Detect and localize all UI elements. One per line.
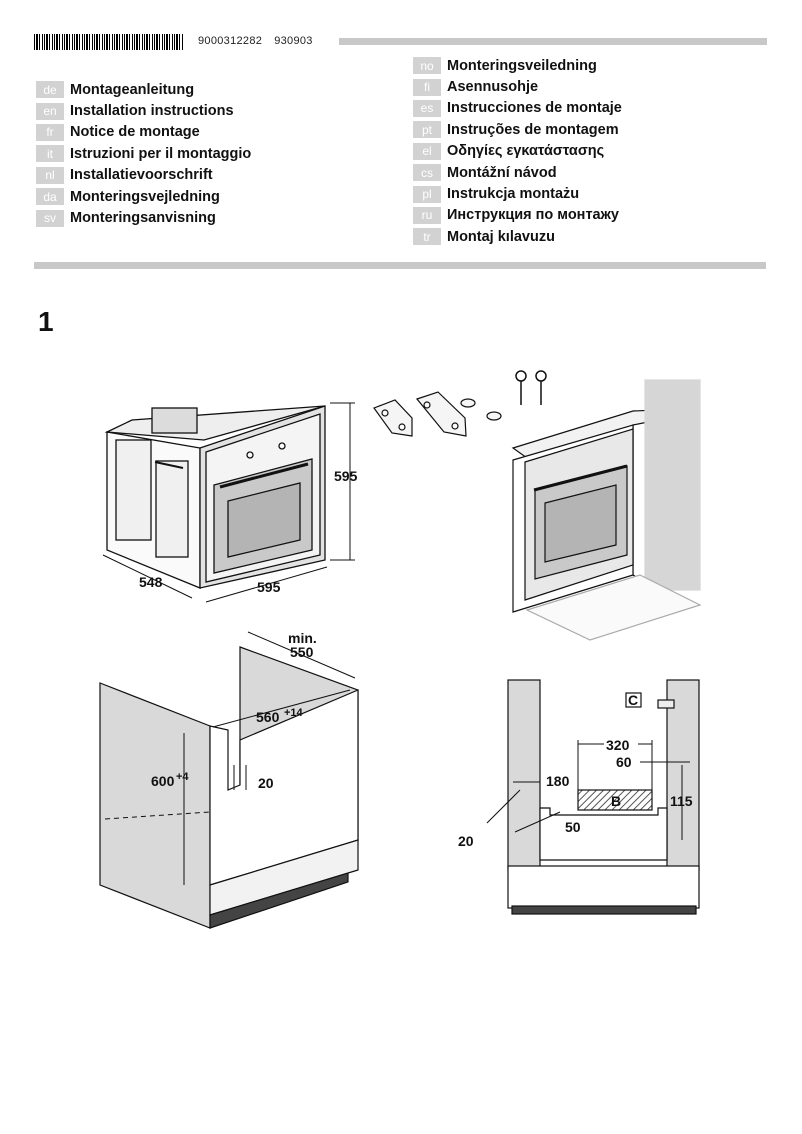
language-row-ru: ru Инструкция по монтажу — [413, 205, 622, 226]
vent-320-label: 320 — [606, 737, 630, 753]
language-title: Οδηγίες εγκατάστασης — [447, 143, 605, 160]
language-code-badge: tr — [413, 228, 441, 246]
language-row-pl: pl Instrukcja montażu — [413, 183, 622, 204]
language-title: Installatievoorschrift — [70, 167, 213, 184]
oven-width-label: 595 — [257, 579, 281, 595]
vent-115-label: 115 — [670, 793, 693, 809]
language-title: Asennusohje — [447, 79, 539, 96]
language-row-nl: nl Installatievoorschrift — [36, 165, 251, 186]
language-list-left: de Montageanleitung en Installation instruc… — [36, 79, 251, 229]
language-code-badge: fi — [413, 78, 441, 96]
language-title: Montageanleitung — [70, 81, 195, 98]
language-row-pt: pt Instruções de montagem — [413, 119, 622, 140]
language-row-es: es Instrucciones de montaje — [413, 98, 622, 119]
figure-number: 1 — [38, 306, 54, 337]
language-row-da: da Monteringsvejledning — [36, 186, 251, 207]
language-code-badge: it — [36, 145, 64, 163]
language-title: Montážní návod — [447, 164, 557, 181]
language-row-fi: fi Asennusohje — [413, 76, 622, 97]
language-row-tr: tr Montaj kılavuzu — [413, 226, 622, 247]
header-rule — [339, 38, 767, 45]
language-title: Instrucciones de montaje — [447, 100, 622, 117]
language-title: Installation instructions — [70, 103, 234, 120]
language-row-sv: sv Monteringsanvisning — [36, 207, 251, 228]
language-title: Instrukcja montażu — [447, 186, 580, 203]
label-b: B — [611, 793, 621, 809]
niche-dimension-lines — [183, 631, 356, 885]
language-row-cs: cs Montážní návod — [413, 162, 622, 183]
language-code-badge: en — [36, 102, 64, 120]
vent-20-label: 20 — [458, 833, 474, 849]
niche-min-label: min. — [288, 630, 317, 646]
screw-icons — [515, 370, 547, 405]
cabinet-niche-drawing — [99, 646, 359, 929]
language-code-badge: ru — [413, 206, 441, 224]
language-code-badge: de — [36, 81, 64, 99]
language-title: Monteringsvejledning — [70, 188, 220, 205]
ventilation-dimension-lines — [486, 740, 690, 840]
language-code-badge: fr — [36, 123, 64, 141]
language-title: Monteringsanvisning — [70, 210, 216, 227]
language-code-badge: pl — [413, 185, 441, 203]
document-number: 9000312282 930903 — [198, 35, 325, 47]
language-title: Инструкция по монтажу — [447, 207, 619, 224]
language-title: Notice de montage — [70, 124, 200, 141]
language-title: Monteringsveiledning — [447, 57, 597, 74]
language-code-badge: pt — [413, 121, 441, 139]
oven-dimension-lines — [102, 402, 355, 603]
oven-depth-label: 548 — [139, 574, 163, 590]
language-title: Instruções de montagem — [447, 121, 619, 138]
language-row-el: el Οδηγίες εγκατάστασης — [413, 141, 622, 162]
niche-height-label: 600 — [151, 773, 175, 789]
language-row-it: it Istruzioni per il montaggio — [36, 143, 251, 164]
language-row-fr: fr Notice de montage — [36, 122, 251, 143]
niche-gap-label: 20 — [258, 775, 274, 791]
barcode-icon — [34, 34, 184, 50]
kitchen-installed-drawing — [511, 379, 702, 641]
vent-180-label: 180 — [546, 773, 570, 789]
language-code-badge: es — [413, 99, 441, 117]
document-header: 9000312282 930903 — [34, 34, 767, 50]
language-row-no: no Monteringsveiledning — [413, 55, 622, 76]
language-row-en: en Installation instructions — [36, 100, 251, 121]
language-code-badge: sv — [36, 209, 64, 227]
language-code-badge: nl — [36, 166, 64, 184]
oven-drawing — [104, 405, 326, 589]
language-code-badge: cs — [413, 164, 441, 182]
niche-height-tolerance: +4 — [176, 771, 189, 783]
language-title: Istruzioni per il montaggio — [70, 145, 252, 162]
language-title: Montaj kılavuzu — [447, 228, 555, 245]
language-code-badge: no — [413, 57, 441, 75]
part-number: 9000312282 — [198, 35, 263, 47]
niche-width-tolerance: +14 — [284, 707, 304, 719]
language-row-de: de Montageanleitung — [36, 79, 251, 100]
niche-width-label: 560 — [256, 709, 280, 725]
vent-50-label: 50 — [565, 819, 581, 835]
fixing-brackets — [373, 391, 502, 437]
niche-min-depth-label: 550 — [290, 644, 314, 660]
oven-height-label: 595 — [334, 468, 358, 484]
language-code-badge: da — [36, 188, 64, 206]
vent-60-label: 60 — [616, 754, 632, 770]
version-number: 930903 — [274, 35, 313, 47]
label-c-box — [625, 692, 642, 708]
label-c: C — [628, 692, 638, 708]
language-code-badge: el — [413, 142, 441, 160]
ventilation-diagram — [507, 679, 700, 915]
section-divider — [34, 262, 766, 269]
